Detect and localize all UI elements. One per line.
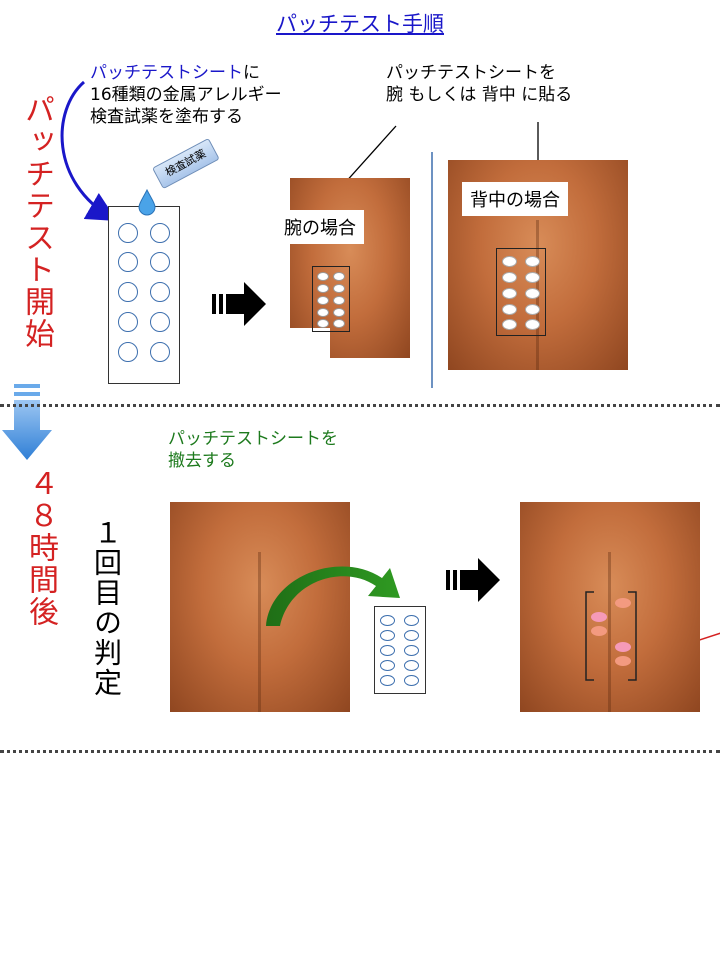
positive-reaction-spot xyxy=(615,656,631,666)
test-chamber xyxy=(118,252,138,272)
arm-patch xyxy=(312,266,350,332)
stick-note-line2: 腕 もしくは 背中 に貼る xyxy=(386,85,573,105)
test-chamber xyxy=(118,342,138,362)
test-chamber xyxy=(118,312,138,332)
section-divider xyxy=(0,404,720,407)
patch-test-sheet xyxy=(108,206,180,384)
positive-reaction-spot xyxy=(615,598,631,608)
positive-reaction-spot xyxy=(591,626,607,636)
reaction-bracket xyxy=(585,591,637,681)
back-patch xyxy=(496,248,546,336)
apply-note-line2: 16種類の金属アレルギー xyxy=(90,85,282,105)
test-chamber xyxy=(118,223,138,243)
page-title: パッチテスト手順 xyxy=(276,12,444,36)
flow-down-arrow-icon xyxy=(2,384,52,460)
arm-photo xyxy=(290,178,410,358)
reagent-drop-icon xyxy=(138,188,156,216)
start-label: パッチテスト開始 xyxy=(19,94,54,350)
test-chamber xyxy=(150,312,170,332)
stick-sheet-note: パッチテストシートを 腕 もしくは 背中 に貼る xyxy=(386,62,572,106)
test-chamber xyxy=(150,223,170,243)
next-step-arrow-icon xyxy=(446,558,500,602)
remove-arrow-icon xyxy=(266,566,400,626)
remove-note-line1: パッチテストシートを xyxy=(168,429,338,449)
apply-note-line3: 検査試薬を塗布する xyxy=(90,107,243,127)
test-chamber xyxy=(150,342,170,362)
test-chamber xyxy=(150,252,170,272)
next-step-arrow-icon xyxy=(212,282,266,326)
test-chamber xyxy=(150,282,170,302)
positive-reaction-spot xyxy=(615,642,631,652)
first-judgment-label: １回目の判定 xyxy=(90,518,123,698)
section-divider xyxy=(0,750,720,753)
stick-note-line1: パッチテストシートを xyxy=(386,63,556,83)
apply-reagent-note: パッチテストシートに 16種類の金属アレルギー 検査試薬を塗布する xyxy=(90,62,282,128)
arm-case-label: 腕の場合 xyxy=(276,210,364,244)
back-photo-judgment xyxy=(520,502,700,712)
after-48-hours-label: ４８時間後 xyxy=(23,468,58,628)
apply-note-suffix: に xyxy=(243,63,260,83)
removed-patch-sheet xyxy=(374,606,426,694)
remove-note-line2: 撤去する xyxy=(168,451,236,471)
back-case-label: 背中の場合 xyxy=(462,182,568,216)
patch-sheet-highlight: パッチテストシート xyxy=(90,63,243,83)
back-photo-removal xyxy=(170,502,350,712)
test-chamber xyxy=(118,282,138,302)
positive-reaction-spot xyxy=(591,612,607,622)
remove-sheet-note: パッチテストシートを 撤去する xyxy=(168,428,338,472)
